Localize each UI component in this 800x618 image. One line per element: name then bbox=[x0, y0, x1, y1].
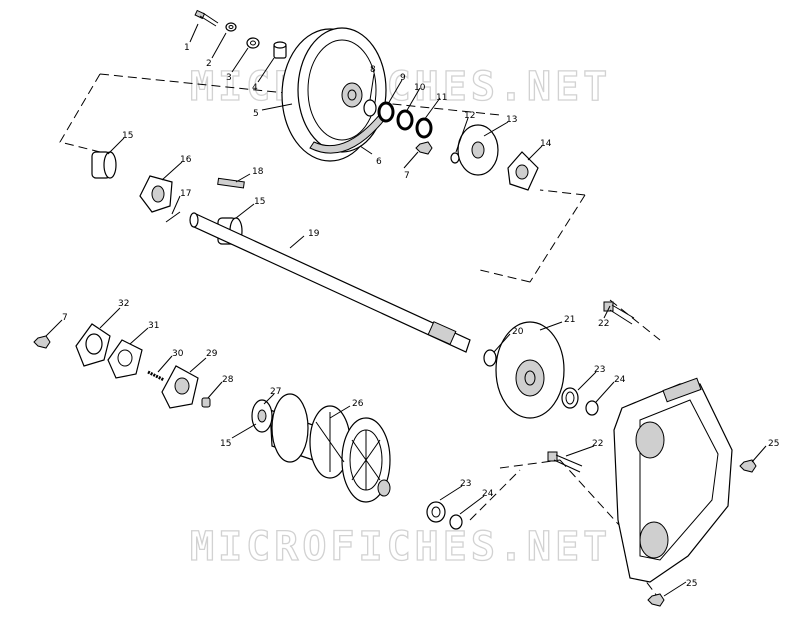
callout-21: 21 bbox=[564, 315, 575, 325]
o-ring-20 bbox=[483, 349, 497, 367]
callout-25-bottom: 25 bbox=[686, 579, 697, 589]
callout-7-top: 7 bbox=[404, 171, 410, 181]
watermark-top: MICROFICHES.NET bbox=[190, 64, 611, 110]
callout-25-right: 25 bbox=[768, 439, 779, 449]
callout-15-shaft: 15 bbox=[254, 197, 265, 207]
nut-7-top bbox=[415, 141, 433, 155]
ring-8 bbox=[363, 99, 377, 117]
ring-10 bbox=[396, 109, 414, 131]
bolt-22-lower bbox=[547, 451, 583, 473]
callout-22-upper: 22 bbox=[598, 319, 609, 329]
callout-22-lower: 22 bbox=[592, 439, 603, 449]
callout-27: 27 bbox=[270, 387, 281, 397]
callout-23-upper: 23 bbox=[594, 365, 605, 375]
washer-3 bbox=[246, 37, 260, 49]
bushing-28 bbox=[201, 397, 211, 408]
nut-7-left bbox=[33, 335, 51, 349]
drive-sprocket-26 bbox=[269, 393, 391, 503]
ring-11 bbox=[415, 117, 433, 139]
callout-2: 2 bbox=[206, 59, 212, 69]
bolt-22-upper bbox=[603, 301, 635, 325]
callout-24-upper: 24 bbox=[614, 375, 626, 385]
callout-5: 5 bbox=[253, 109, 259, 119]
callout-9: 9 bbox=[400, 73, 406, 83]
key-18 bbox=[217, 177, 245, 189]
brake-disc-21 bbox=[495, 321, 565, 419]
bushing-4 bbox=[273, 41, 287, 59]
spring-30 bbox=[147, 370, 165, 382]
callout-3: 3 bbox=[226, 73, 232, 83]
bearing-housing-32 bbox=[75, 323, 111, 367]
callout-32: 32 bbox=[118, 299, 129, 309]
assembly-outline-lower bbox=[469, 299, 661, 601]
ring-9 bbox=[377, 101, 395, 123]
watermark-bottom: MICROFICHES.NET bbox=[190, 524, 611, 570]
callout-14: 14 bbox=[540, 139, 552, 149]
callout-16: 16 bbox=[180, 155, 192, 165]
flange-29 bbox=[161, 365, 199, 409]
callout-15-upper: 15 bbox=[122, 131, 133, 141]
screw-17 bbox=[165, 211, 181, 223]
callout-24-lower: 24 bbox=[482, 489, 494, 499]
nut-25-right bbox=[739, 459, 757, 473]
leader-lines bbox=[45, 23, 767, 597]
bearing-15-upper bbox=[91, 151, 117, 179]
callout-19: 19 bbox=[308, 229, 320, 239]
callout-15-lower: 15 bbox=[220, 439, 231, 449]
callout-17: 17 bbox=[180, 189, 191, 199]
callout-26: 26 bbox=[352, 399, 364, 409]
seal-24-lower bbox=[449, 514, 463, 530]
washer-2 bbox=[225, 22, 237, 32]
callout-20: 20 bbox=[512, 327, 524, 337]
callout-23-lower: 23 bbox=[460, 479, 471, 489]
callout-7-left: 7 bbox=[62, 313, 68, 323]
callout-31: 31 bbox=[148, 321, 159, 331]
callout-8: 8 bbox=[370, 65, 376, 75]
flange-14 bbox=[507, 151, 539, 191]
shaft-19 bbox=[189, 212, 471, 353]
callout-29: 29 bbox=[206, 349, 218, 359]
flange-16 bbox=[139, 175, 173, 213]
bearing-23-upper bbox=[561, 387, 579, 409]
gasket-31 bbox=[107, 339, 143, 379]
callout-1: 1 bbox=[184, 43, 190, 53]
chaincase-housing bbox=[613, 377, 733, 583]
seal-24-upper bbox=[585, 400, 599, 416]
plate-13 bbox=[457, 124, 499, 176]
callout-11: 11 bbox=[436, 93, 447, 103]
callout-4: 4 bbox=[252, 83, 258, 93]
callout-13: 13 bbox=[506, 115, 517, 125]
callout-10: 10 bbox=[414, 83, 426, 93]
nut-25-bottom bbox=[647, 593, 665, 607]
callout-28: 28 bbox=[222, 375, 234, 385]
callout-30: 30 bbox=[172, 349, 184, 359]
callout-12: 12 bbox=[464, 111, 475, 121]
sprocket-27 bbox=[251, 399, 273, 433]
callout-18: 18 bbox=[252, 167, 264, 177]
drive-sprocket-5 bbox=[281, 27, 387, 162]
callout-6: 6 bbox=[376, 157, 382, 167]
bearing-23-lower bbox=[426, 501, 446, 523]
bolt-1 bbox=[194, 9, 219, 27]
